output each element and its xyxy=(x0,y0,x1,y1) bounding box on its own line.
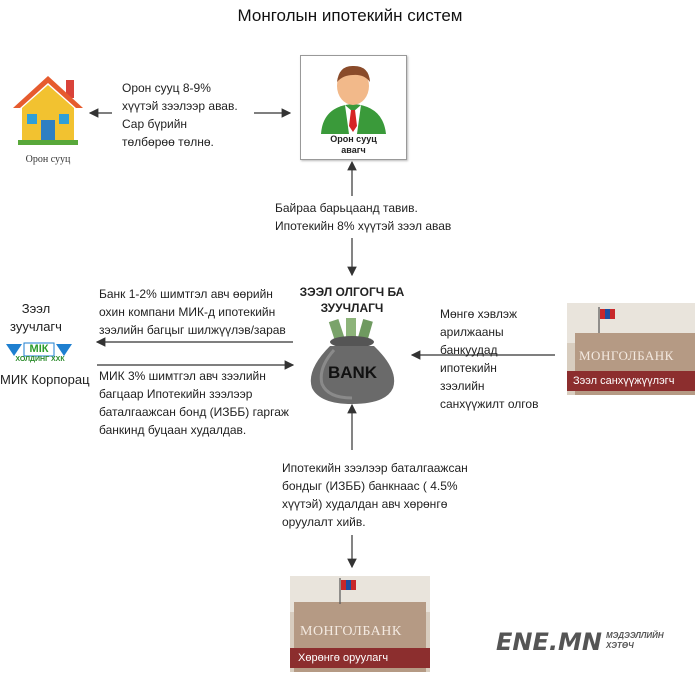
broker-label-line2: зуучлагч xyxy=(10,319,62,334)
text-line: МИК 3% шимтгэл авч зээлийн xyxy=(99,369,266,383)
person-icon xyxy=(321,65,386,134)
watermark-tag-line1: МЭДЭЭЛЛИЙН xyxy=(606,631,664,640)
text-line: Ипотекийн зээлээр баталгаажсан xyxy=(282,461,468,475)
text-line: Байраа барьцаанд тавив. xyxy=(275,201,418,215)
text-line: Мөнгө хэвлэж xyxy=(440,307,518,321)
text-line: бондыг (ИЗББ) банкнаас ( 4.5% xyxy=(282,479,458,493)
text-line: Орон сууц 8-9% xyxy=(122,81,211,95)
broker-label-line1: Зээл xyxy=(21,301,51,316)
text-line: банкинд буцаан худалдав. xyxy=(99,423,247,437)
text-line: санхүүжилт олгов xyxy=(440,397,539,411)
text-line: хүүтэй) худалдан авч хөрөнгө xyxy=(282,497,448,511)
text-line: Банк 1-2% шимтгэл авч өөрийн xyxy=(99,287,273,301)
buyer-caption-line2: авагч xyxy=(341,145,366,155)
watermark-tag-line2: ХЭТӨЧ xyxy=(606,641,634,650)
flag-icon xyxy=(339,578,356,604)
text-line: Сар бүрийн xyxy=(122,117,188,131)
house-node: Орон сууц xyxy=(8,70,88,170)
text-line: хүүтэй зээлээр авав. xyxy=(122,99,238,113)
text-line: арилжааны xyxy=(440,325,504,339)
lender-title-line1: ЗЭЭЛ ОЛГОГЧ БА xyxy=(299,285,405,299)
page-title: Монголын ипотекийн систем xyxy=(237,6,463,25)
watermark: ENE.MN МЭДЭЭЛЛИЙН ХЭТӨЧ xyxy=(496,628,696,664)
text-line: охин компани МИК-д ипотекийн xyxy=(99,305,276,319)
text-line: Ипотекийн 8% хүүтэй зээл авав xyxy=(275,219,452,233)
house-icon xyxy=(13,76,83,145)
buyer-node: Орон сууц авагч xyxy=(300,55,407,160)
mongolbank-lender: МОНГОЛБАНК Зээл санхүүжүүлэгч xyxy=(567,303,695,395)
bank-role: Зээл санхүүжүүлэгч xyxy=(567,371,695,391)
text-line: банкуудад xyxy=(440,343,498,357)
buyer-caption-line1: Орон сууц xyxy=(330,134,377,144)
watermark-logo: ENE.MN xyxy=(496,628,602,656)
bank-role: Хөрөнгө оруулагч xyxy=(290,648,430,668)
text-line: зээлийн xyxy=(440,379,485,393)
mik-logo-text: МІК xyxy=(29,343,49,355)
mongolbank-investor: МОНГОЛБАНК Хөрөнгө оруулагч xyxy=(290,576,430,672)
house-buyer-text: Орон сууц 8-9% хүүтэй зээлээр авав. Сар … xyxy=(122,79,257,151)
bag-label: BANK xyxy=(327,363,378,382)
mik-logo: МІК ХОЛДИНГ ХХК xyxy=(4,340,74,366)
bank-name: МОНГОЛБАНК xyxy=(579,348,674,363)
house-caption: Орон сууц xyxy=(25,154,71,165)
flag-icon xyxy=(598,307,615,333)
text-line: оруулалт хийв. xyxy=(282,515,366,529)
broker-name: МИК Корпорац xyxy=(0,372,90,387)
funding-text: Мөнгө хэвлэж арилжааны банкуудад ипотеки… xyxy=(440,305,560,413)
from-broker-text: МИК 3% шимтгэл авч зээлийн багцаар Ипоте… xyxy=(99,367,299,439)
lender-title: ЗЭЭЛ ОЛГОГЧ БА ЗУУЧЛАГЧ xyxy=(292,284,412,316)
text-line: багцаар Ипотекийн зээлээр xyxy=(99,387,253,401)
lender-title-line2: ЗУУЧЛАГЧ xyxy=(320,301,384,315)
bank-name: МОНГОЛБАНК xyxy=(300,624,402,639)
text-line: баталгаажсан бонд (ИЗББ) гаргаж xyxy=(99,405,289,419)
investor-text: Ипотекийн зээлээр баталгаажсан бондыг (И… xyxy=(282,459,497,531)
money-bag-icon xyxy=(310,318,395,404)
text-line: ипотекийн xyxy=(440,361,497,375)
to-broker-text: Банк 1-2% шимтгэл авч өөрийн охин компан… xyxy=(99,285,299,339)
lender-node: BANK xyxy=(300,318,405,406)
text-line: зээлийн багцыг шилжүүлэв/зарав xyxy=(99,323,286,337)
text-line: төлбөрөө төлнө. xyxy=(122,135,214,149)
mik-logo-icon xyxy=(6,342,72,357)
collateral-text: Байраа барьцаанд тавив. Ипотекийн 8% хүү… xyxy=(275,199,475,235)
broker-node: Зээл зуучлагч МІК ХОЛДИНГ ХХК МИК Корпор… xyxy=(0,300,92,400)
mik-logo-sub: ХОЛДИНГ ХХК xyxy=(15,356,65,363)
